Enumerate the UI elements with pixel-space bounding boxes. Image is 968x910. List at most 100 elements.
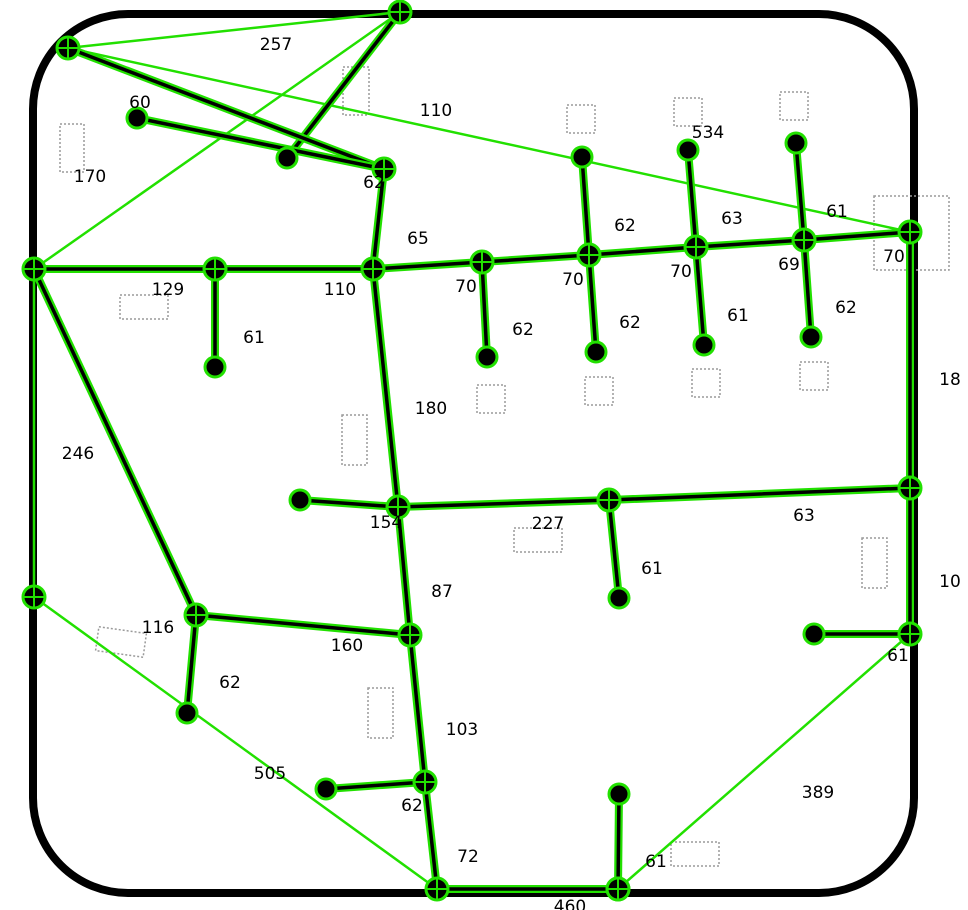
road-edge [800, 228, 914, 244]
road-edge [478, 251, 593, 266]
edge-length-label: 180 [415, 399, 447, 419]
road-edge [605, 484, 914, 504]
road-edge [283, 8, 404, 162]
junction-node [791, 227, 817, 253]
junction-node [371, 156, 397, 182]
edge-length-label: 505 [254, 764, 286, 784]
edge-length-label: 63 [793, 506, 815, 526]
road-edge [478, 258, 491, 361]
edge-length-label: 170 [74, 167, 106, 187]
leaf-node [314, 777, 338, 801]
edge-length-label: 116 [142, 618, 174, 638]
edge-length-label: 103 [446, 720, 478, 740]
road-edge [322, 778, 429, 793]
edge-length-label: 160 [331, 636, 363, 656]
building-footprint [861, 537, 888, 589]
building-footprint [94, 625, 148, 659]
edge-length-label: 70 [670, 262, 692, 282]
junction-node [202, 256, 228, 282]
building-footprint [59, 123, 85, 173]
junction-node [596, 487, 622, 513]
leaf-node [175, 701, 199, 725]
leaf-node [203, 355, 227, 379]
boundary-link [33, 595, 438, 891]
leaf-node [607, 782, 631, 806]
edge-length-label: 61 [826, 202, 848, 222]
leaf-node [475, 345, 499, 369]
leaf-node [607, 586, 631, 610]
junction-node [385, 494, 411, 520]
leaf-node [784, 131, 808, 155]
edge-length-label: 62 [619, 313, 641, 333]
road-edge [296, 496, 402, 511]
edge-length-label: 389 [802, 783, 834, 803]
edge-length-label: 60 [129, 93, 151, 113]
edge-length-label: 460 [554, 897, 586, 910]
building-footprint [799, 361, 829, 391]
edge-length-label: 61 [645, 852, 667, 872]
junction-node [387, 0, 413, 25]
edge-length-label: 62 [401, 796, 423, 816]
road-edge [183, 611, 200, 717]
edge-length-label: 65 [407, 229, 429, 249]
junction-node [683, 234, 709, 260]
road-edge [369, 165, 388, 273]
junction-node [412, 769, 438, 795]
building-footprint [673, 97, 703, 127]
building-footprint [513, 527, 563, 553]
junction-node [183, 602, 209, 628]
road-edge [421, 778, 441, 893]
road-edge [692, 236, 808, 251]
road-edge [394, 496, 613, 511]
edge-length-label: 61 [887, 646, 909, 666]
building-footprint [584, 376, 614, 406]
edge-length-label: 62 [614, 216, 636, 236]
road-edge [192, 611, 414, 639]
junction-node [21, 584, 47, 610]
edge-length-label: 154 [370, 513, 402, 533]
edge-length-label: 61 [727, 306, 749, 326]
junction-node [897, 219, 923, 245]
road-edge [684, 146, 700, 251]
boundary-links [32, 10, 911, 891]
road-edge [133, 114, 388, 173]
junction-node [576, 242, 602, 268]
road-edge [369, 265, 402, 511]
junction-node [21, 256, 47, 282]
edge-length-label: 534 [692, 123, 724, 143]
building-footprint [779, 91, 809, 121]
junction-node [55, 35, 81, 61]
building-footprint [367, 687, 394, 739]
edge-length-label: 69 [778, 255, 800, 275]
road-edge [30, 265, 200, 619]
boundary-link [617, 633, 911, 890]
edge-length-label: 246 [62, 444, 94, 464]
edge-length-label: 129 [152, 280, 184, 300]
road-edge [800, 236, 815, 341]
road-edge [614, 790, 623, 893]
edge-length-label: 62 [363, 173, 385, 193]
edge-length-label: 62 [219, 673, 241, 693]
building-footprint [341, 414, 368, 466]
junction-node [897, 621, 923, 647]
building-footprint [476, 384, 506, 414]
building-footprint [566, 104, 596, 134]
edge-length-label: 70 [455, 277, 477, 297]
leaf-node [584, 340, 608, 364]
junction-node [469, 249, 495, 275]
junction-node [397, 622, 423, 648]
road-edge [64, 44, 388, 173]
leaf-node [125, 106, 149, 130]
edge-length-label: 257 [260, 35, 292, 55]
edge-length-label: 18 [939, 370, 961, 390]
junction-node [897, 475, 923, 501]
edge-length-label: 70 [883, 247, 905, 267]
junction-node [360, 256, 386, 282]
junction-node [605, 876, 631, 902]
leaf-node [692, 333, 716, 357]
boundary-link [67, 46, 911, 234]
road-nodes [21, 0, 923, 902]
junction-node [424, 876, 450, 902]
